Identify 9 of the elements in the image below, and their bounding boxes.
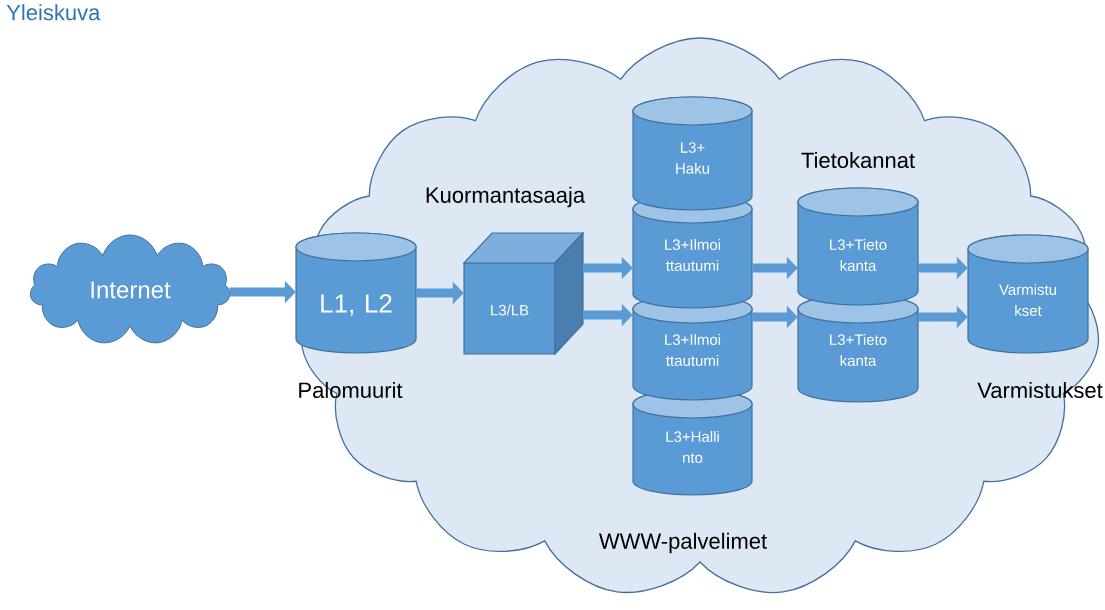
cylinder: L3+Tieto kanta <box>797 187 919 306</box>
cylinder: L3+ Haku <box>632 96 753 211</box>
node-label: Tietokannat <box>801 151 915 169</box>
cylinder: Varmistu kset <box>967 234 1089 354</box>
cylinder: L1, L2 <box>295 232 417 354</box>
title: Yleiskuva <box>6 4 101 21</box>
node-label: WWW-palvelimet <box>598 532 767 554</box>
cloud-node: Internet <box>29 234 231 344</box>
node-label: Kuormantasaaja <box>426 186 586 208</box>
